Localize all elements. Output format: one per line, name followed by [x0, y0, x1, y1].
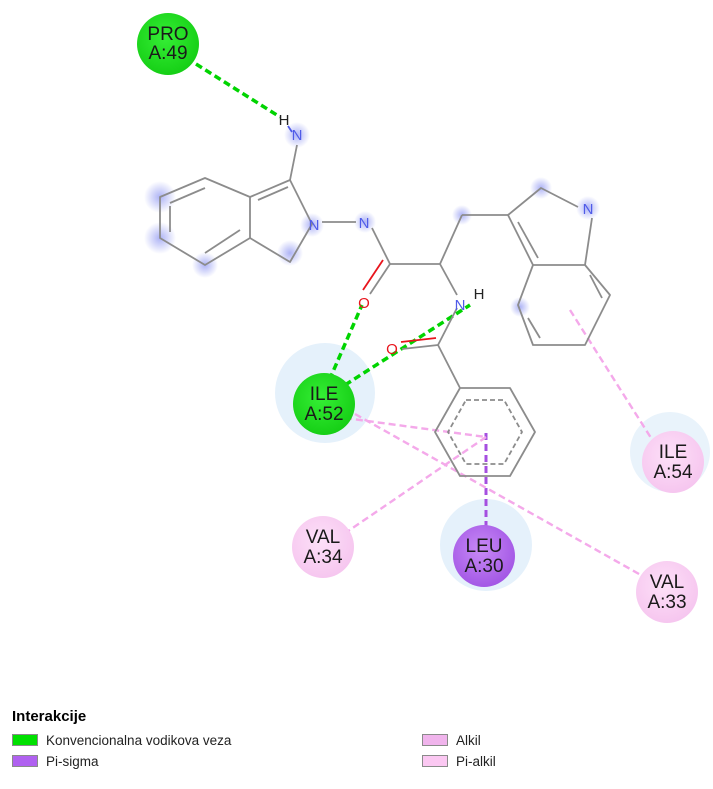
legend-item-pi-sigma: Pi-sigma	[12, 753, 99, 769]
legend: Interakcije Konvencionalna vodikova veza…	[12, 708, 702, 784]
glow-spot	[576, 196, 600, 220]
bond-indole	[507, 214, 534, 266]
residue-leu30[interactable]: LEU A:30	[453, 525, 515, 587]
bond-benzoyl-o	[401, 344, 439, 350]
atom-solvent-glow	[144, 122, 600, 317]
residue-name: LEU	[466, 536, 503, 557]
legend-label: Konvencionalna vodikova veza	[46, 732, 232, 748]
bond-carbonyl-phenyl	[437, 344, 461, 389]
residue-name: PRO	[147, 24, 188, 45]
phenyl-ring	[434, 387, 536, 477]
atom-n-amine: N	[292, 127, 303, 144]
atom-n-ring: N	[309, 217, 320, 234]
residue-name: VAL	[650, 572, 685, 593]
residue-disc[interactable]	[292, 516, 354, 578]
atom-n-hydrazide: N	[359, 215, 370, 232]
bond-benzoyl-o-double	[400, 337, 437, 343]
legend-title: Interakcije	[12, 708, 87, 725]
interaction-lines	[195, 62, 667, 585]
bond-alpha-ch2	[439, 214, 463, 265]
residue-number: A:49	[148, 43, 187, 64]
residue-name: ILE	[310, 384, 339, 405]
aromatic-inner-bond	[169, 187, 206, 204]
legend-swatch	[12, 734, 38, 746]
residue-name: VAL	[306, 527, 341, 548]
atom-h-amide: H	[474, 286, 485, 303]
atom-n-indole: N	[583, 201, 594, 218]
residue-name: ILE	[659, 442, 688, 463]
indole-benzene-ring	[517, 264, 611, 346]
atom-labels: N H N N O N H N O	[279, 112, 594, 358]
residue-val34[interactable]: VAL A:34	[292, 516, 354, 578]
bond-n-carbonyl	[371, 227, 391, 265]
pi-alkyl-line-val34	[334, 436, 487, 541]
residue-disc[interactable]	[137, 13, 199, 75]
residue-pro49[interactable]: PRO A:49	[137, 13, 199, 75]
aromatic-inner-bond	[589, 274, 603, 299]
atom-o-amide: O	[358, 295, 370, 312]
bond-amine-h	[287, 125, 293, 133]
glow-spot	[510, 297, 530, 317]
bond-alpha-nh	[439, 263, 458, 296]
bond-carbonyl-o	[369, 263, 391, 295]
residue-disc[interactable]	[293, 373, 355, 435]
bond-amine	[289, 144, 298, 181]
indole-five-ring	[507, 187, 579, 216]
residue-number: A:54	[653, 462, 693, 483]
glow-spot	[354, 211, 376, 233]
atom-o-benzoyl: O	[386, 341, 398, 358]
bond-indole	[584, 217, 593, 266]
atom-h-amine: H	[279, 112, 290, 129]
legend-label: Alkil	[456, 732, 481, 748]
residue-disc[interactable]	[636, 561, 698, 623]
aromatic-inner-bond	[527, 317, 541, 339]
residue-disc[interactable]	[453, 525, 515, 587]
legend-swatch	[422, 755, 448, 767]
glow-spot	[277, 240, 303, 266]
pi-alkyl-line-ile54	[568, 309, 667, 461]
pi-alkyl-line-val33	[354, 412, 656, 585]
bond-carbonyl-o-double	[362, 259, 384, 291]
legend-label: Pi-alkil	[456, 753, 496, 769]
aromatic-inner-bond	[204, 229, 241, 254]
legend-swatch	[12, 755, 38, 767]
legend-label: Pi-sigma	[46, 753, 99, 769]
legend-item-pi-alkyl: Pi-alkil	[422, 753, 496, 769]
aromatic-inner-bond	[257, 186, 289, 201]
legend-item-hbond: Konvencionalna vodikova veza	[12, 732, 231, 748]
hbond-line-pro49	[195, 62, 281, 119]
residue-number: A:52	[304, 404, 343, 425]
isoindole-five-ring	[249, 179, 313, 263]
phenyl-aromatic-circle	[447, 399, 523, 465]
aromatic-inner-bond	[517, 221, 539, 259]
residue-val33[interactable]: VAL A:33	[636, 561, 698, 623]
ligand-structure	[159, 125, 611, 477]
legend-item-alkyl: Alkil	[422, 732, 481, 748]
residue-number: A:34	[303, 547, 343, 568]
atom-n-amide: N	[455, 297, 466, 314]
interaction-diagram: N H N N O N H N O PRO A:49 ILE A:52 ILE …	[137, 13, 710, 623]
residue-number: A:30	[464, 556, 503, 577]
hbond-line-ile52-amide	[344, 303, 471, 387]
residue-ile54[interactable]: ILE A:54	[642, 431, 704, 493]
bond-nh-carbonyl	[437, 307, 458, 346]
residue-disc[interactable]	[642, 431, 704, 493]
residues: PRO A:49 ILE A:52 ILE A:54 VAL A:34 LEU …	[137, 13, 704, 623]
residue-ile52[interactable]: ILE A:52	[293, 373, 355, 435]
residue-number: A:33	[647, 592, 686, 613]
legend-swatch	[422, 734, 448, 746]
